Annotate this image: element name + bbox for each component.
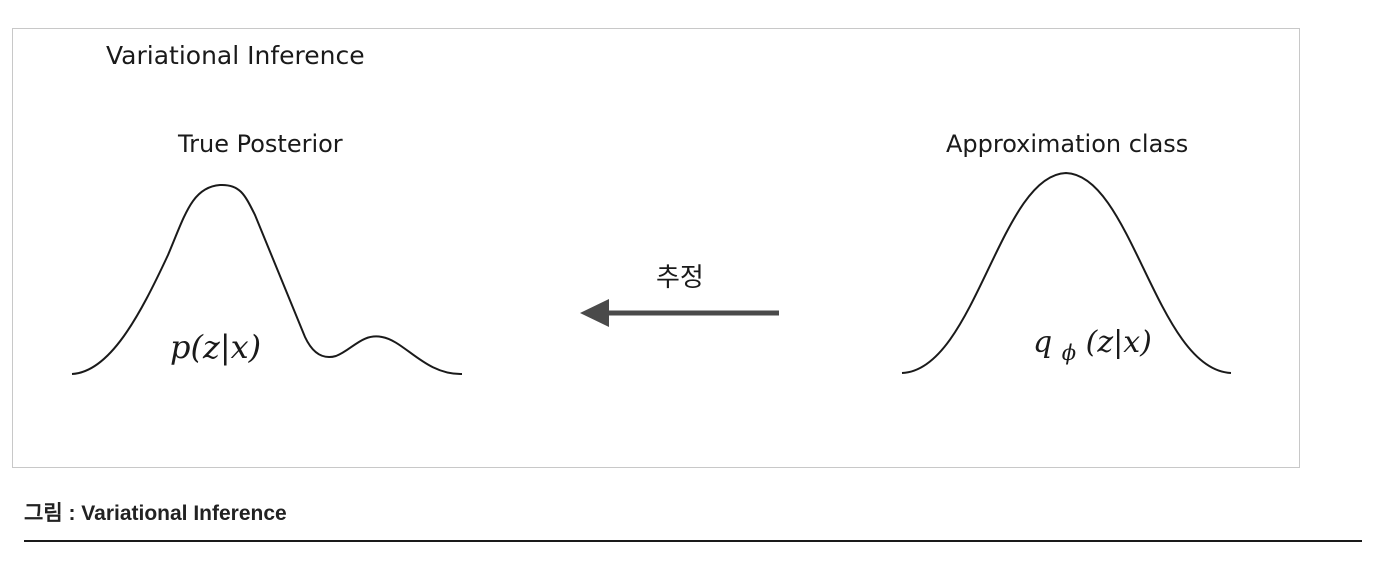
approximation-class-curve: [901, 171, 1232, 374]
diagram-title: Variational Inference: [106, 41, 365, 70]
figure-frame: [12, 28, 1300, 468]
caption-divider: [24, 540, 1362, 542]
estimate-label: 추정: [656, 263, 704, 293]
approximation-formula-base: q: [1033, 325, 1052, 360]
approximation-formula: q ϕ (z|x): [1033, 325, 1152, 368]
true-posterior-label: True Posterior: [177, 130, 343, 158]
true-posterior-formula: p(z|x): [170, 328, 261, 366]
approximation-formula-args: (z|x): [1086, 325, 1152, 360]
estimate-arrow-head: [580, 299, 609, 327]
true-posterior-curve: [71, 183, 463, 376]
variational-inference-diagram: Variational Inference True Posterior p(z…: [71, 41, 1232, 376]
approximation-class-label: Approximation class: [946, 130, 1188, 158]
figure-caption: 그림 : Variational Inference: [24, 502, 287, 525]
approximation-formula-subscript: ϕ: [1062, 341, 1076, 365]
